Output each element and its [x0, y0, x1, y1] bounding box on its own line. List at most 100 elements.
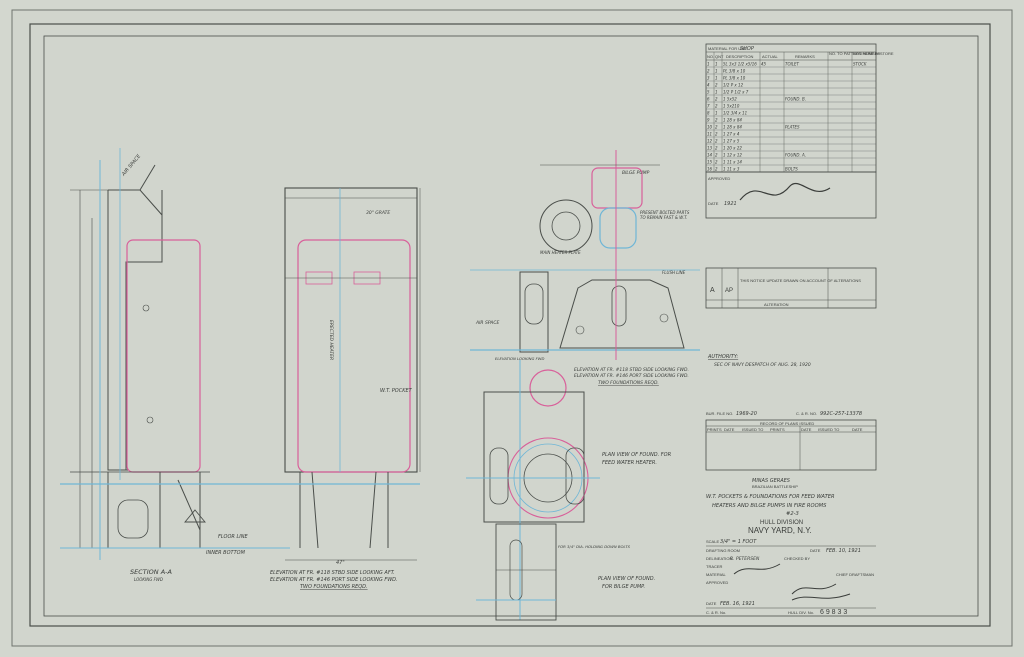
material-cell: 1 [707, 62, 710, 67]
material-cell: PL 3/8 x 10 [723, 69, 746, 74]
approved-label: APPROVED [708, 176, 730, 181]
approval-signature [739, 183, 831, 201]
tracer-label: TRACER [706, 564, 723, 569]
material-col-store: NOT HERE IN STORE [853, 51, 894, 56]
revision-note: THIS NOTICE UPDATE DRAWN ON ACCOUNT OF A… [740, 278, 861, 283]
material-cell: PL 3/8 x 10 [723, 76, 746, 81]
authority-label: AUTHORITY: [707, 354, 738, 360]
heater-plate-label: MAIN HEATER PLATE [540, 250, 581, 255]
record-col-header: ISSUED TO [818, 427, 839, 432]
tracer-signature [733, 563, 781, 575]
material-cell: 6 [707, 97, 710, 102]
material-cell: 4 [707, 83, 710, 88]
material-header: MATERIAL FOR USE [708, 46, 747, 51]
record-col-header: PRINTS [707, 427, 722, 432]
material-cell: 16 [707, 167, 713, 172]
elevation-line1: ELEVATION AT FR. #118 STBD SIDE LOOKING … [270, 570, 395, 576]
material-cell: 1 20 x 22 [723, 146, 742, 151]
material-cell: 1 5x52 [723, 97, 737, 102]
elevation-line2: ELEVATION AT FR. #146 PORT SIDE LOOKING … [270, 577, 398, 583]
material-cell: 11 [707, 132, 712, 137]
ship-sub: BRAZILIAN BATTLESHIP [752, 484, 798, 489]
material-cell: 2 [715, 153, 718, 158]
pump-elev3: TWO FOUNDATIONS REQD. [598, 380, 659, 386]
record-col-header: PRINTS [770, 427, 785, 432]
approved-date-value: 1921 [724, 201, 737, 207]
record-col-header: DATE [801, 427, 812, 432]
inner-bottom-label: INNER BOTTOM [206, 550, 246, 556]
material-col-pattern: NO. TO PATTERN NUMBER [829, 51, 880, 56]
material-cell: 8 [707, 111, 710, 116]
hull-div-no: 6 9 8 3 3 [820, 609, 847, 616]
bur-file-label: BUR. FILE NO. [706, 411, 733, 416]
material-cell: 1 11 x 14 [723, 160, 742, 165]
delineation-value: R. PETERSEN [730, 556, 760, 562]
pump-foundation-view: BILGE PUMP PRESENT BOLTED PARTS TO REMAI… [470, 150, 700, 386]
material-cell: 14 [707, 153, 713, 158]
material-header-hand: SHOP [740, 46, 754, 52]
record-title: RECORD OF PLANS ISSUED [760, 421, 814, 426]
checked-label: CHECKED BY [784, 556, 810, 561]
scale-value: 3/4" = 1 FOOT [720, 539, 757, 545]
revision-alteration: ALTERATION [764, 302, 789, 307]
date2-value: FEB. 16, 1921 [720, 601, 755, 607]
outer-border [11, 9, 1013, 647]
material-cell: 2 [715, 146, 718, 151]
material-cell: 1 27 x 5 [723, 139, 740, 144]
grate-label: 30" GRATE [366, 210, 390, 216]
material-cell: 2 [715, 97, 718, 102]
bur-file-value: 1969-20 [736, 411, 757, 417]
material-cell: PLATES [785, 125, 800, 130]
pump-elev2: ELEVATION AT FR. #146 PORT SIDE LOOKING … [574, 373, 689, 379]
material-cell: 1 [715, 62, 718, 67]
material-cell: 1 [715, 76, 718, 81]
material-cell: 1 [715, 90, 718, 95]
plan-heater-line1: PLAN VIEW OF FOUND. FOR [602, 452, 671, 458]
material-cell: 1 [715, 111, 718, 116]
wt-pocket-label: W.T. POCKET [380, 388, 413, 394]
plan-pump-line1: PLAN VIEW OF FOUND. [598, 576, 655, 582]
material-cell: 10 [707, 125, 713, 130]
material-cell: 2 [715, 118, 718, 123]
material-cell: 1 28 x 84 [723, 118, 742, 123]
pump-note2: TO REMAIN FAST & W.T. [640, 215, 687, 220]
revision-initials: AP [725, 288, 733, 294]
material-cell: 15 [707, 160, 713, 165]
elevation-line3: TWO FOUNDATIONS REQD. [300, 584, 368, 590]
material-cell: 1 12 x 12 [723, 153, 742, 158]
material-cell: 1 28 x 84 [723, 125, 742, 130]
section-aa-title: SECTION A-A [130, 568, 172, 576]
material-cell: 3 [707, 76, 710, 81]
revision-block: A AP THIS NOTICE UPDATE DRAWN ON ACCOUNT… [705, 267, 877, 368]
cr-ref-value: 992C-257-13378 [820, 411, 862, 417]
hull-div-no-label: HULL DIV. No. [788, 610, 814, 615]
elevation-view: 47" 30" GRATE ERECTED HEATER W.T. POCKET… [270, 187, 421, 590]
material-cell: 1 11 x 3 [723, 167, 740, 172]
record-col-header: ISSUED TO [742, 427, 763, 432]
material-cell: 1/2 3/4 x 11 [723, 111, 747, 116]
approved-date-label: DATE [708, 201, 719, 206]
delineation-label: DELINEATION [706, 556, 732, 561]
elevation-looking-label: ELEVATION LOOKING FWD [495, 356, 545, 361]
section-aa-sub: LOOKING FWD [134, 577, 163, 582]
revision-letter: A [710, 287, 715, 294]
date2-label: DATE [706, 601, 717, 606]
material-cell: 1 [715, 69, 718, 74]
ship-name: MINAS GERAES [752, 478, 791, 484]
plan-pump-holes: FOR 3/4" DIA. HOLDING DOWN BOLTS [558, 544, 631, 549]
title-line2: HEATERS AND BILGE PUMPS IN FIRE ROOMS [712, 503, 827, 509]
material-cell: 9 [707, 118, 710, 123]
title-line3: #2-3 [786, 511, 799, 517]
chief-draftsman-label: CHIEF DRAFTSMAN [836, 572, 874, 577]
title-line1: W.T. POCKETS & FOUNDATIONS FOR FEED WATE… [706, 494, 835, 500]
material-col-description: DESCRIPTION [726, 54, 753, 59]
material-cell: 5L 3x3 1/2 x5/16 [723, 62, 757, 67]
inner-border [29, 23, 991, 627]
material-cell: 2 [715, 104, 718, 109]
material-cell: BOLTS [785, 167, 798, 172]
material-cell: 1 5x210 [723, 104, 740, 109]
pump-air-space: AIR SPACE [475, 320, 500, 326]
material-col-no: NO. [707, 54, 714, 59]
